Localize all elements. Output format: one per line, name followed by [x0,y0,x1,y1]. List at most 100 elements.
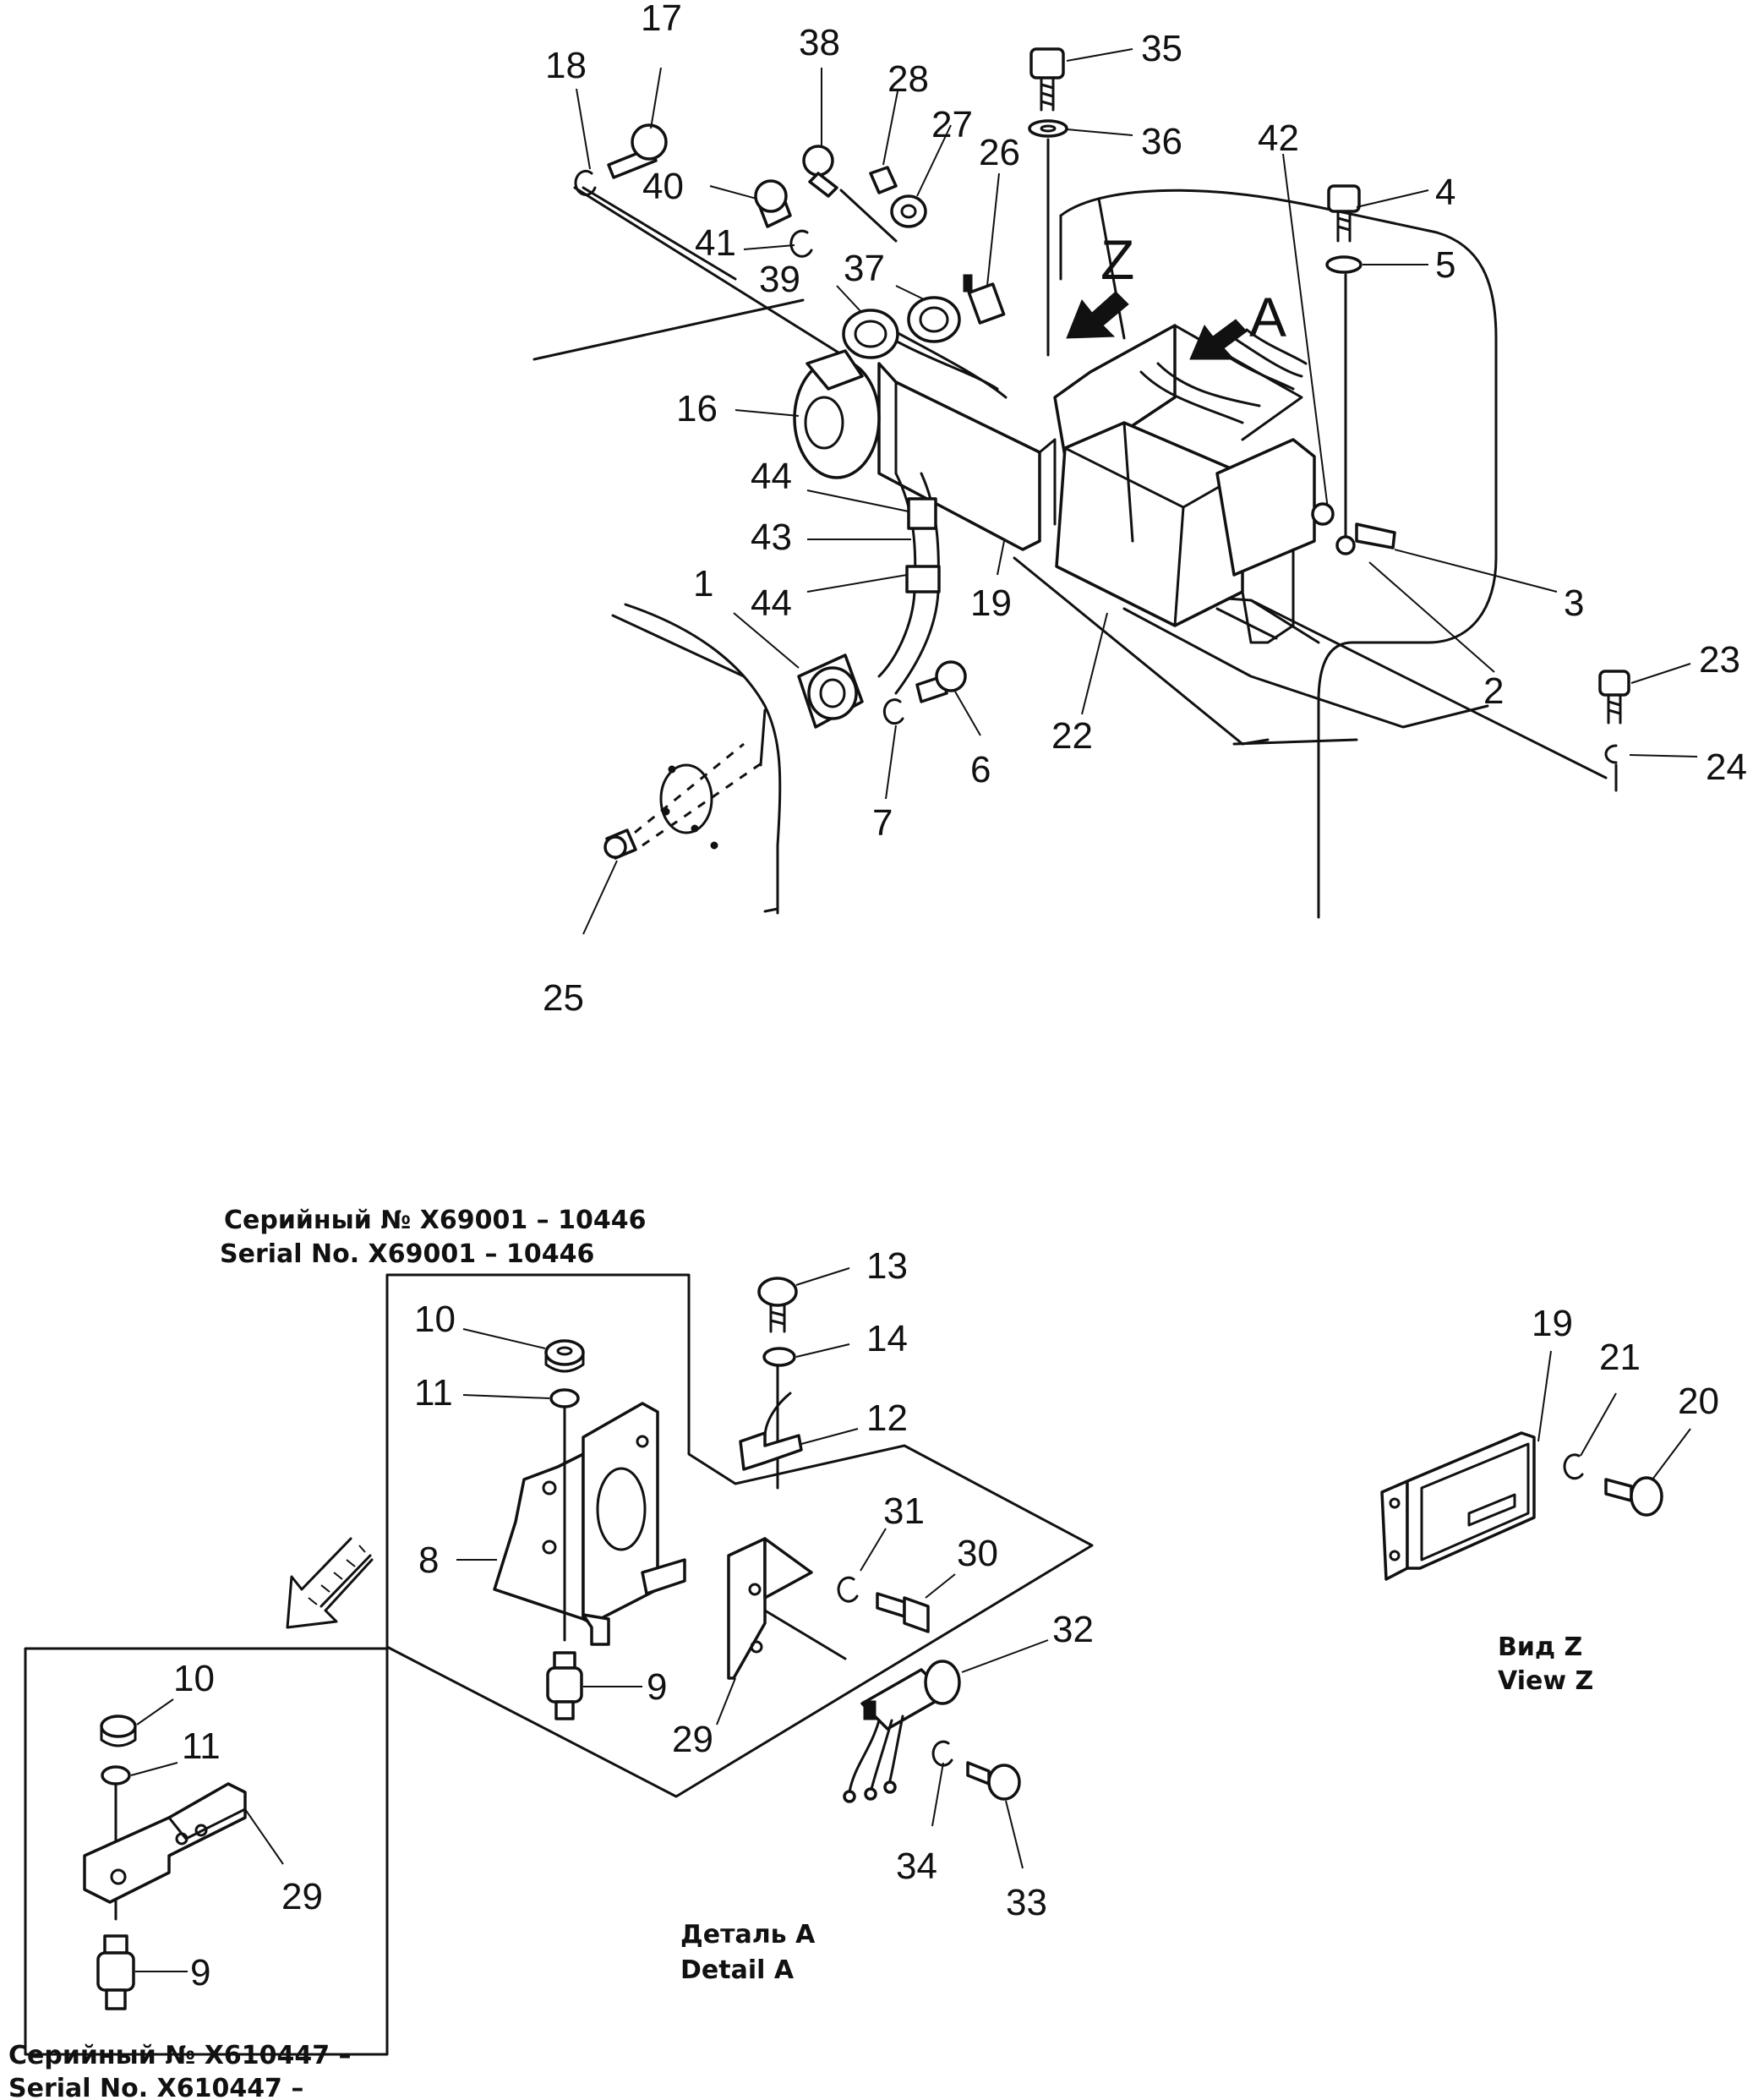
caption-serial-top-en: Serial No. X69001 – 10446 [220,1239,594,1269]
bolt-35 [1029,47,1065,112]
callout-17: 17 [641,0,682,39]
leader-29a [716,1677,736,1725]
deck-line [1122,607,1489,746]
view-z-hole [1389,1497,1401,1509]
bracket-29-hole [748,1583,762,1596]
callout-42: 42 [1258,118,1299,159]
view-z-bolt-20 [1604,1476,1663,1517]
cable-sleeve-44 [905,565,941,593]
leader-3 [1394,549,1558,593]
callout-36: 36 [1141,121,1182,162]
bolt-40 [754,179,792,228]
washer-7 [882,698,904,725]
callout-2: 2 [1483,670,1504,712]
switch-32-wires [848,1714,904,1794]
horn-bracket [806,349,864,391]
controller-box [1055,421,1244,627]
callout-38: 38 [799,22,840,63]
bracket-8-foot-right [641,1558,686,1595]
horn-16-inner [804,396,844,450]
leader-17 [650,67,662,129]
bolt-23 [1598,670,1630,725]
callout-25: 25 [543,977,584,1019]
mount-dot [710,841,718,850]
callout-33: 33 [1006,1882,1047,1923]
callout-24: 24 [1706,746,1747,788]
controller-unit-right-edge [1215,548,1295,644]
callout-44b: 44 [751,582,792,624]
leader-28 [882,90,898,166]
bolt-4 [1327,184,1361,243]
leader-11a [462,1394,550,1399]
view-letter-a: A [1249,286,1286,348]
wire-bundle-right [1224,328,1308,391]
callout-41: 41 [695,222,736,264]
switch-26 [967,282,1006,325]
callout-12: 12 [866,1397,908,1439]
leader-34 [931,1762,944,1827]
leader-19 [997,540,1005,576]
callout-19a: 19 [970,582,1012,624]
harness-wires [869,324,1261,424]
washer-41 [789,229,813,258]
view-z-hole [1389,1550,1401,1561]
inset-plate-hole [194,1824,208,1837]
callout-21: 21 [1599,1337,1641,1378]
terminal-42 [1311,502,1335,526]
callout-31: 31 [883,1490,925,1532]
washer-31 [837,1576,859,1603]
caption-detail-ru: Деталь А [680,1920,816,1950]
bracket-29 [727,1537,767,1680]
nut-10 [544,1339,585,1366]
callout-10a: 10 [414,1299,456,1340]
leader-18b [576,88,591,170]
callout-9a: 9 [647,1666,667,1708]
receptacle-1-face [807,666,858,720]
callout-9b: 9 [190,1952,210,1993]
bolt-33 [966,1761,1021,1801]
view-z-leader-19 [1537,1350,1552,1442]
caption-serial-bottom-ru: Серийный № X610447 – [8,2041,352,2070]
wire-lug [864,1787,877,1801]
inset-nut-10-side [100,1725,137,1747]
callout-37: 37 [844,248,885,289]
direction-arrow-icon [286,1537,374,1629]
plug-28 [869,166,898,194]
leader-23 [1630,663,1691,684]
switch-32 [860,1660,961,1731]
plug-25-cap [603,835,627,859]
bracket-8 [493,1452,585,1621]
callout-29b: 29 [281,1876,323,1917]
leader-22 [1081,612,1108,715]
view-z-leader-20 [1652,1428,1691,1480]
callout-10b: 10 [173,1658,215,1699]
inset-nut-10 [100,1714,137,1738]
callout-18: 18 [545,45,587,86]
callout-14: 14 [866,1318,908,1359]
receptacle-1-inner [819,678,846,708]
callout-34: 34 [896,1846,937,1887]
view-z-panel-inner [1420,1442,1530,1561]
detail-a-group: Серийный № X69001 – 10446 Serial No. X69… [220,1206,1094,1985]
leader-16 [735,409,800,417]
bolt-6-head [935,660,967,692]
inset-later-serial: 10 11 29 9 Серийный № X610447 – Serial N… [8,1537,389,2100]
cab-top-line [611,614,745,678]
inset-cushion-9 [96,1934,135,2010]
callout-20: 20 [1678,1381,1719,1422]
washer-11 [549,1388,580,1408]
bracket-plate [877,362,1041,551]
bracket-8-bolt-hole [636,1435,649,1448]
leader-31 [860,1528,887,1572]
mount-hole [659,763,713,834]
bracket-29-line [763,1609,847,1660]
bracket-8-bolt-hole [542,1539,557,1555]
callout-3: 3 [1564,582,1584,624]
terminal-3 [1355,522,1396,550]
leader-36 [1066,129,1133,136]
callout-23: 23 [1699,639,1740,681]
callout-30: 30 [957,1533,998,1574]
callout-40: 40 [642,166,684,207]
view-z-slot [1467,1493,1516,1527]
washer-34 [931,1740,953,1767]
